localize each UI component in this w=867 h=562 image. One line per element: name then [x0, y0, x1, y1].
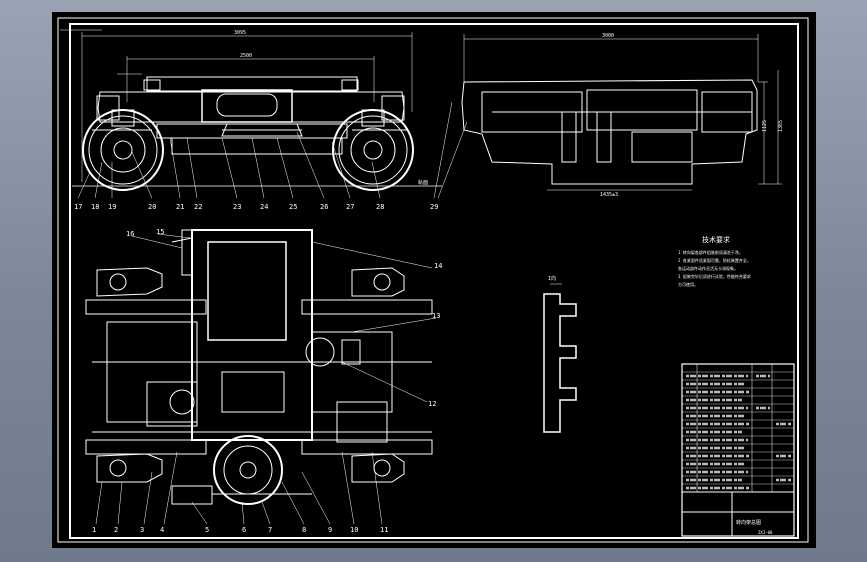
bom-text-hatching — [686, 374, 792, 490]
part-number: 24 — [260, 203, 268, 211]
side-view — [72, 32, 453, 199]
part-number: 13 — [432, 312, 440, 320]
tech-req-line: 1 转向架各部件组装前须清洗干净。 — [678, 249, 743, 255]
part-number: 16 — [126, 230, 134, 238]
part-number: 5 — [205, 526, 209, 534]
part-number: 3 — [140, 526, 144, 534]
part-number: 21 — [176, 203, 184, 211]
plan-part-numbers: 1 2 3 4 5 6 7 8 9 10 11 12 13 14 15 16 — [92, 228, 442, 534]
rail-mark: 轨面 — [418, 179, 428, 186]
side-inner-dim: 2500 — [240, 53, 252, 59]
detail-label: I向 — [548, 275, 556, 282]
cad-drawing: 3095 2500 轨面 3000 1435±3 1125 1365 17 18… — [57, 17, 809, 543]
tech-req-title: 技术要求 — [702, 235, 730, 244]
part-number: 12 — [428, 400, 436, 408]
inner-frame — [69, 23, 799, 539]
part-number: 26 — [320, 203, 328, 211]
part-number: 2 — [114, 526, 118, 534]
tech-req-line: 2 各紧固件须紧固可靠，防松装置齐全， — [678, 257, 751, 263]
part-number: 1 — [92, 526, 96, 534]
part-number: 10 — [350, 526, 358, 534]
part-number: 9 — [328, 526, 332, 534]
part-number: 29 — [430, 203, 438, 211]
end-view — [437, 34, 782, 199]
side-part-numbers: 17 18 19 20 21 22 23 24 25 26 27 28 29 — [74, 203, 438, 211]
part-number: 4 — [160, 526, 164, 534]
title-block — [681, 363, 795, 537]
drawing-number: ZXJ-00 — [758, 530, 773, 535]
part-number: 19 — [108, 203, 116, 211]
height-dim-1: 1125 — [762, 120, 768, 132]
part-number: 22 — [194, 203, 202, 211]
part-number: 17 — [74, 203, 82, 211]
detail-view — [543, 283, 577, 433]
height-dim-2: 1365 — [778, 120, 784, 132]
tech-req-line: 方可使用。 — [678, 281, 698, 287]
tech-req-line: 3 组装完毕后须进行试验，性能符合要求 — [678, 273, 751, 279]
part-number: 8 — [302, 526, 306, 534]
tech-req-line: 各运动部件动作灵活无卡滞现象。 — [678, 265, 738, 271]
part-number: 25 — [289, 203, 297, 211]
part-number: 15 — [156, 228, 164, 236]
part-number: 18 — [91, 203, 99, 211]
plan-view — [85, 229, 437, 525]
cad-drawing-sheet: 3095 2500 轨面 3000 1435±3 1125 1365 17 18… — [52, 12, 816, 548]
part-number: 28 — [376, 203, 384, 211]
part-number: 20 — [148, 203, 156, 211]
outer-frame — [57, 17, 809, 543]
part-number: 23 — [233, 203, 241, 211]
end-overall-dim: 3000 — [602, 33, 614, 39]
gauge-dim: 1435±3 — [600, 192, 618, 198]
part-number: 7 — [268, 526, 272, 534]
tech-requirements: 技术要求 1 转向架各部件组装前须清洗干净。 2 各紧固件须紧固可靠，防松装置齐… — [678, 235, 751, 287]
drawing-title: 转向架总图 — [736, 519, 761, 526]
side-overall-dim: 3095 — [234, 30, 246, 36]
part-number: 11 — [380, 526, 388, 534]
part-number: 27 — [346, 203, 354, 211]
part-number: 14 — [434, 262, 442, 270]
part-number: 6 — [242, 526, 246, 534]
bom-rows — [682, 371, 794, 485]
